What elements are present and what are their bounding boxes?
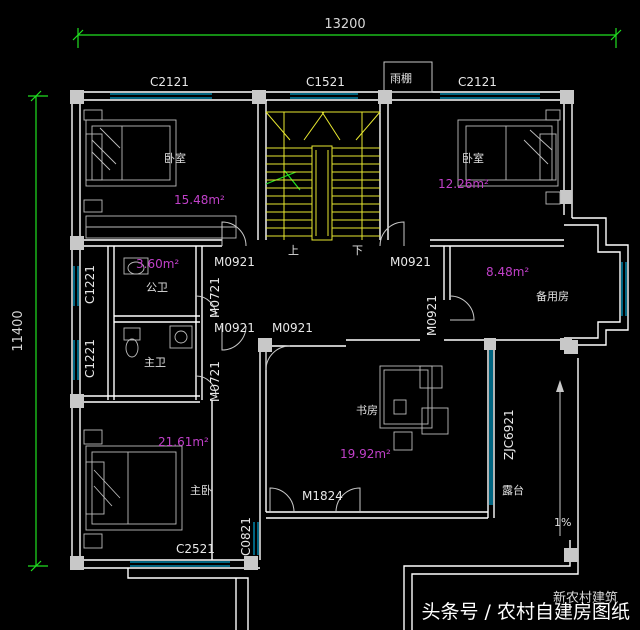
structural-columns xyxy=(70,90,578,570)
stair-up-label: 上 xyxy=(288,244,299,257)
slope-label: 1% xyxy=(554,516,571,529)
window-label-bottom: C2521 xyxy=(176,542,215,556)
room-master-bath: 主卫 xyxy=(144,356,166,369)
stair-down-label: 下 xyxy=(352,244,363,257)
canopy xyxy=(383,61,433,93)
watermark-main: 头条号 / 农村自建房图纸 xyxy=(421,601,630,623)
door-label-6: M0721 xyxy=(208,277,222,318)
area-bedroom-left: 15.48m² xyxy=(174,193,225,207)
door-label-4: M0921 xyxy=(272,321,313,335)
slope-arrowhead xyxy=(556,380,564,392)
window-label-top-left: C2121 xyxy=(150,75,189,89)
room-study: 书房 xyxy=(356,404,378,417)
window-label-left-upper: C1221 xyxy=(83,265,97,304)
windows xyxy=(73,93,627,567)
door-label-1: M0921 xyxy=(214,255,255,269)
canopy-label: 雨棚 xyxy=(390,71,412,85)
window-label-top-middle: C1521 xyxy=(306,75,345,89)
bed-right xyxy=(457,109,561,205)
staircase xyxy=(265,111,381,241)
window-label-bottom-small: C0821 xyxy=(239,517,253,556)
bed-master xyxy=(83,429,183,549)
stair-treads-left xyxy=(266,147,312,237)
dimension-lines xyxy=(28,28,622,572)
wardrobe-left xyxy=(85,215,237,239)
area-study: 19.92m² xyxy=(340,447,391,461)
room-public-bath: 公卫 xyxy=(146,281,168,294)
window-label-left-lower: C1221 xyxy=(83,339,97,378)
bathroom-fixtures xyxy=(123,257,193,358)
door-label-5: M0921 xyxy=(425,295,439,336)
door-label-3: M0921 xyxy=(214,321,255,335)
area-public-bath: 3.60m² xyxy=(136,257,179,271)
room-bedroom-right: 卧室 xyxy=(462,151,484,165)
door-label-2: M0921 xyxy=(390,255,431,269)
bed-left xyxy=(83,109,177,213)
door-label-8: M1824 xyxy=(302,489,343,503)
door-swings xyxy=(195,221,475,513)
watermark-secondary: 新农村建筑 xyxy=(552,591,618,606)
room-spare-room: 备用房 xyxy=(536,289,569,303)
area-spare-room: 8.48m² xyxy=(486,265,529,279)
stair-treads-right xyxy=(332,147,380,237)
room-bedroom-left: 卧室 xyxy=(164,151,186,165)
room-terrace: 露台 xyxy=(502,483,524,497)
area-master-bed: 21.61m² xyxy=(158,435,209,449)
door-label-7: M0721 xyxy=(208,361,222,402)
overall-width-dimension: 13200 xyxy=(324,17,365,32)
room-master-bed: 主卧 xyxy=(190,484,212,497)
window-label-top-right: C2121 xyxy=(458,75,497,89)
area-bedroom-right: 12.26m² xyxy=(438,177,489,191)
study-desk xyxy=(379,365,449,451)
window-label-porch: ZJC6921 xyxy=(502,409,516,460)
overall-depth-dimension: 11400 xyxy=(11,310,26,351)
interior-walls xyxy=(80,100,564,560)
